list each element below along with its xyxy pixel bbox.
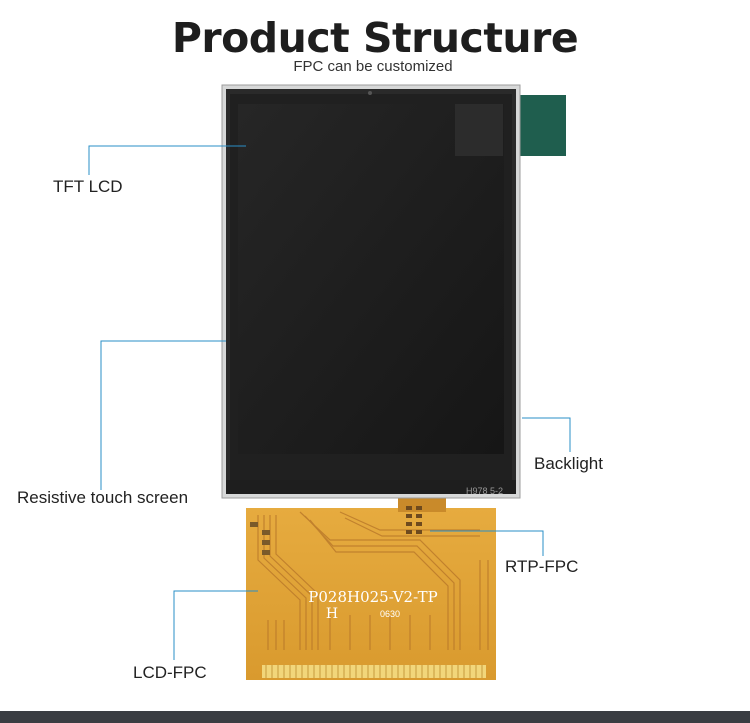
lcd-fpc: P028H025-V2-TP H 0630	[246, 508, 496, 680]
page-subtitle: FPC can be customized	[293, 58, 453, 75]
leader-backlight	[522, 417, 571, 452]
label-backlight: Backlight	[534, 454, 603, 473]
lcd-module: H978 5-2	[221, 84, 521, 499]
leader-resistive-touch	[100, 340, 226, 490]
leader-lines	[88, 145, 571, 660]
panel-marking: H978 5-2	[466, 486, 503, 496]
fpc-part-number: P028H025-V2-TP	[308, 588, 437, 606]
leader-rtp-fpc	[430, 530, 544, 556]
fpc-code-number: 0630	[380, 609, 400, 619]
leader-tft-lcd	[88, 145, 246, 175]
label-rtp-fpc: RTP-FPC	[505, 557, 579, 576]
fpc-code-letter: H	[326, 606, 338, 622]
label-lcd-fpc: LCD-FPC	[133, 663, 207, 682]
page-title: Product Structure	[171, 14, 579, 62]
label-resistive-touch-screen: Resistive touch screen	[17, 488, 189, 507]
leader-lcd-fpc	[173, 590, 258, 660]
backlight-tab	[516, 95, 566, 156]
tft-lcd-screen	[238, 104, 504, 454]
label-tft-lcd: TFT LCD	[53, 177, 123, 196]
bottom-bar	[0, 711, 750, 723]
